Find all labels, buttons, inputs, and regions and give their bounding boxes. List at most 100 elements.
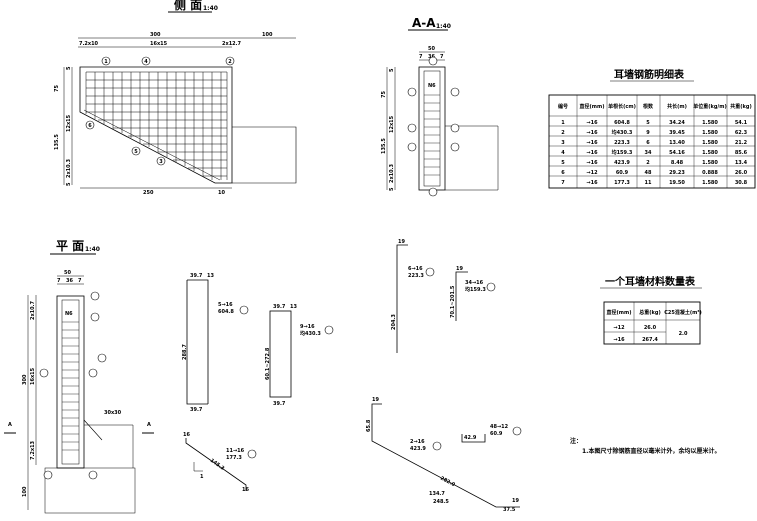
side-dim-left-e: 2x10.3 bbox=[66, 158, 72, 178]
table-cell: 均159.3 bbox=[612, 149, 633, 156]
side-dim-bottom-a: 250 bbox=[143, 190, 154, 196]
section-dim-left-d: 5 bbox=[389, 68, 395, 72]
section-dim-top-a: 7 bbox=[419, 54, 423, 60]
table-cell: →16 bbox=[586, 150, 598, 156]
bar7-length: 177.3 bbox=[226, 455, 242, 461]
table-cell: 6 bbox=[561, 170, 565, 176]
bar2-dim-top: 39.7 bbox=[273, 304, 286, 310]
side-dim-left-b: 12x15 bbox=[66, 114, 72, 132]
bar5-dim-side: 65.8 bbox=[366, 419, 372, 432]
table-cell: 4 bbox=[561, 150, 565, 156]
bar7-dim-diag: 145.3 bbox=[209, 458, 226, 472]
plan-dim-top-total: 50 bbox=[64, 270, 71, 276]
bar4-length: 均159.3 bbox=[465, 286, 486, 293]
table-cell: 9 bbox=[646, 130, 650, 136]
rebar-col-count: 根数 bbox=[643, 103, 654, 110]
side-dim-top-right: 100 bbox=[262, 32, 273, 38]
side-dim-top-b: 16x15 bbox=[150, 41, 168, 47]
bar1-dim-top: 39.7 bbox=[190, 273, 203, 279]
table-cell: 1.580 bbox=[702, 160, 718, 166]
side-dim-left-f: 5 bbox=[66, 182, 72, 186]
table-cell: 223.3 bbox=[614, 140, 630, 146]
bar3-dim-top: 19 bbox=[398, 239, 405, 245]
table-cell: →16 bbox=[586, 130, 598, 136]
table-cell: 6 bbox=[646, 140, 650, 146]
bar1-spec: 5→16 bbox=[218, 302, 233, 308]
side-view-title: 侧 面 bbox=[174, 0, 202, 12]
plan-view-title: 平 面 bbox=[56, 239, 84, 253]
bar1-length: 604.8 bbox=[218, 309, 234, 315]
bar2-spec: 9→16 bbox=[300, 324, 315, 330]
table-cell: 5 bbox=[646, 120, 650, 126]
bar1-dim-top2: 13 bbox=[207, 273, 214, 279]
bar7-slope: 1 bbox=[200, 474, 204, 480]
section-dim-left-a: 75 bbox=[381, 91, 387, 98]
rebar-table: 耳墙钢筋明细表 编号 直径(mm) 单根长(cm) 根数 共长(m) 单位重(k… bbox=[548, 68, 756, 189]
table-cell: 177.3 bbox=[614, 180, 630, 186]
table-cell: →16 bbox=[586, 120, 598, 126]
notes: 注： 1.本图尺寸除钢筋直径以毫米计外，余均以厘米计。 bbox=[570, 437, 720, 455]
rebar-col-total-wt: 共重(kg) bbox=[730, 103, 751, 110]
bar1-dim-side: 288.7 bbox=[182, 344, 188, 360]
notes-line-1: 1.本图尺寸除钢筋直径以毫米计外，余均以厘米计。 bbox=[582, 447, 720, 455]
bar7-dim-b: 16 bbox=[242, 487, 249, 493]
material-table-title: 一个耳墙材料数量表 bbox=[605, 275, 696, 288]
callout-2: 2 bbox=[228, 59, 232, 65]
table-cell: 1 bbox=[561, 120, 565, 126]
callout-6: 6 bbox=[88, 123, 92, 129]
table-cell: 423.9 bbox=[614, 160, 630, 166]
table-cell: 7 bbox=[561, 180, 565, 186]
rebar-col-unit-wt: 单位重(kg/m) bbox=[693, 103, 727, 110]
table-cell: 3 bbox=[561, 140, 565, 146]
table-cell: 5 bbox=[561, 160, 565, 166]
side-dim-left-a: 75 bbox=[54, 85, 60, 92]
bar5-dim-diag: 282.0 bbox=[439, 475, 456, 488]
rebar-table-title: 耳墙钢筋明细表 bbox=[614, 68, 685, 81]
bar4-dim-side: 70.1~201.5 bbox=[450, 285, 456, 318]
bar2-length: 均430.3 bbox=[300, 330, 321, 337]
rebar-col-dia: 直径(mm) bbox=[580, 103, 605, 110]
section-dim-top-total: 50 bbox=[428, 46, 435, 52]
table-cell: 1.580 bbox=[702, 180, 718, 186]
side-view-scale: 1:40 bbox=[203, 5, 218, 12]
bar5-dim-a: 134.7 bbox=[429, 491, 445, 497]
bar3-spec: 6→16 bbox=[408, 266, 423, 272]
table-cell: 1.580 bbox=[702, 150, 718, 156]
bar1-dim-bottom: 39.7 bbox=[190, 407, 203, 413]
section-view: A-A 1:40 50 7 36 7 75 12x15 135.5 5 2x10… bbox=[381, 16, 499, 197]
table-cell: →12 bbox=[613, 325, 625, 331]
plan-dim-top-b: 36 bbox=[66, 278, 73, 284]
table-cell: 1.580 bbox=[702, 140, 718, 146]
table-cell: 0.888 bbox=[702, 170, 718, 176]
table-cell: 1.580 bbox=[702, 120, 718, 126]
plan-dim-left-e: 100 bbox=[22, 486, 28, 497]
table-cell: 13.4 bbox=[735, 160, 748, 166]
table-cell: 60.9 bbox=[616, 170, 629, 176]
plan-dim-left-b: 16x15 bbox=[30, 367, 36, 385]
plan-section-mark-left: A bbox=[8, 422, 12, 428]
rebar-col-total-len: 共长(m) bbox=[667, 103, 687, 110]
bar2-dim-side: 60.1~272.8 bbox=[265, 347, 271, 380]
table-cell: 2.0 bbox=[679, 331, 688, 337]
callout-1: 1 bbox=[104, 59, 108, 65]
side-dim-top-a: 7.2x10 bbox=[79, 41, 99, 47]
table-cell: 26.0 bbox=[644, 325, 657, 331]
bar5-dim-b: 248.5 bbox=[433, 499, 449, 505]
side-dim-left-d: 5 bbox=[66, 66, 72, 70]
notes-label: 注： bbox=[570, 437, 582, 445]
table-cell: 54.16 bbox=[669, 150, 685, 156]
rebar-table-rows: 1 →16 604.8 5 34.24 1.580 54.1 2 →16 均43… bbox=[561, 120, 747, 186]
table-cell: 30.8 bbox=[735, 180, 748, 186]
material-col-concrete: C25混凝土(m³) bbox=[664, 309, 702, 316]
table-cell: 1.580 bbox=[702, 130, 718, 136]
section-label-n6: N6 bbox=[428, 83, 436, 89]
table-cell: 2 bbox=[561, 130, 565, 136]
table-cell: 2 bbox=[646, 160, 650, 166]
callout-3: 3 bbox=[159, 159, 163, 165]
bar-details: 39.7 13 288.7 39.7 5→16 604.8 39.7 13 60… bbox=[182, 239, 522, 513]
plan-view: 平 面 1:40 50 7 36 7 2x10.7 16x15 300 7.2x… bbox=[4, 239, 154, 514]
rebar-col-len: 单根长(cm) bbox=[608, 103, 636, 110]
bar4-spec: 34→16 bbox=[465, 280, 484, 286]
table-cell: 34 bbox=[645, 150, 652, 156]
table-cell: →16 bbox=[586, 160, 598, 166]
